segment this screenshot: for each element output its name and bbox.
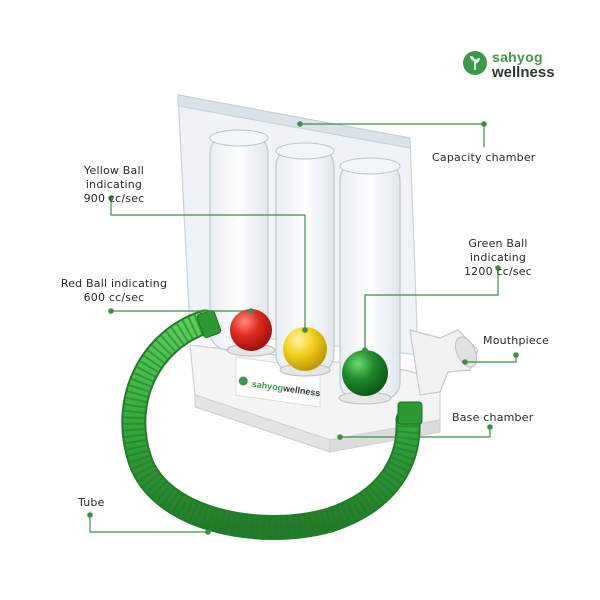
- leader-yellow-ball: [110, 198, 306, 330]
- label-tube: Tube: [78, 496, 105, 510]
- yellow-ball: [283, 327, 327, 371]
- brand-name-top: sahyog: [492, 49, 543, 65]
- green-ball: [342, 350, 388, 396]
- label-mouthpiece: Mouthpiece: [483, 334, 549, 348]
- brand-logo: sahyog wellness: [462, 48, 572, 84]
- device-brand-top: sahyog: [251, 378, 284, 394]
- brand-name-bottom: wellness: [492, 64, 555, 81]
- label-base-chamber-text: Base chamber: [452, 411, 534, 424]
- label-yellow-ball-line1: Yellow Ball indicating: [84, 164, 144, 191]
- leaf-logo-icon: [463, 51, 487, 75]
- leader-dots: [87, 121, 519, 535]
- green-tube: [121, 309, 423, 540]
- label-base-chamber: Base chamber: [452, 411, 533, 425]
- label-red-ball-line1: Red Ball indicating: [60, 277, 168, 290]
- label-yellow-ball: Yellow Ball indicating 900 cc/sec: [55, 164, 173, 206]
- device-brand-bottom: wellness: [282, 383, 322, 399]
- label-tube-text: Tube: [78, 496, 105, 509]
- label-green-ball: Green Ball indicating 1200 cc/sec: [440, 237, 556, 279]
- label-red-ball-line2: 600 cc/sec: [83, 291, 145, 304]
- cylinders: [209, 129, 401, 405]
- leader-tube: [89, 515, 208, 533]
- label-yellow-ball-line2: 900 cc/sec: [83, 192, 145, 205]
- label-red-ball: Red Ball indicating 600 cc/sec: [60, 277, 168, 305]
- red-ball: [230, 309, 272, 351]
- label-mouthpiece-text: Mouthpiece: [483, 334, 550, 347]
- label-capacity-chamber-text: Capacity chamber: [432, 151, 536, 164]
- label-green-ball-line2: 1200 cc/sec: [463, 265, 533, 278]
- device-leaf-icon: [238, 376, 249, 387]
- label-capacity-chamber: Capacity chamber: [432, 151, 536, 165]
- leader-green-ball: [364, 268, 499, 350]
- mouthpiece: [409, 329, 479, 396]
- leader-base-chamber: [340, 427, 491, 438]
- label-green-ball-line1: Green Ball indicating: [468, 237, 528, 264]
